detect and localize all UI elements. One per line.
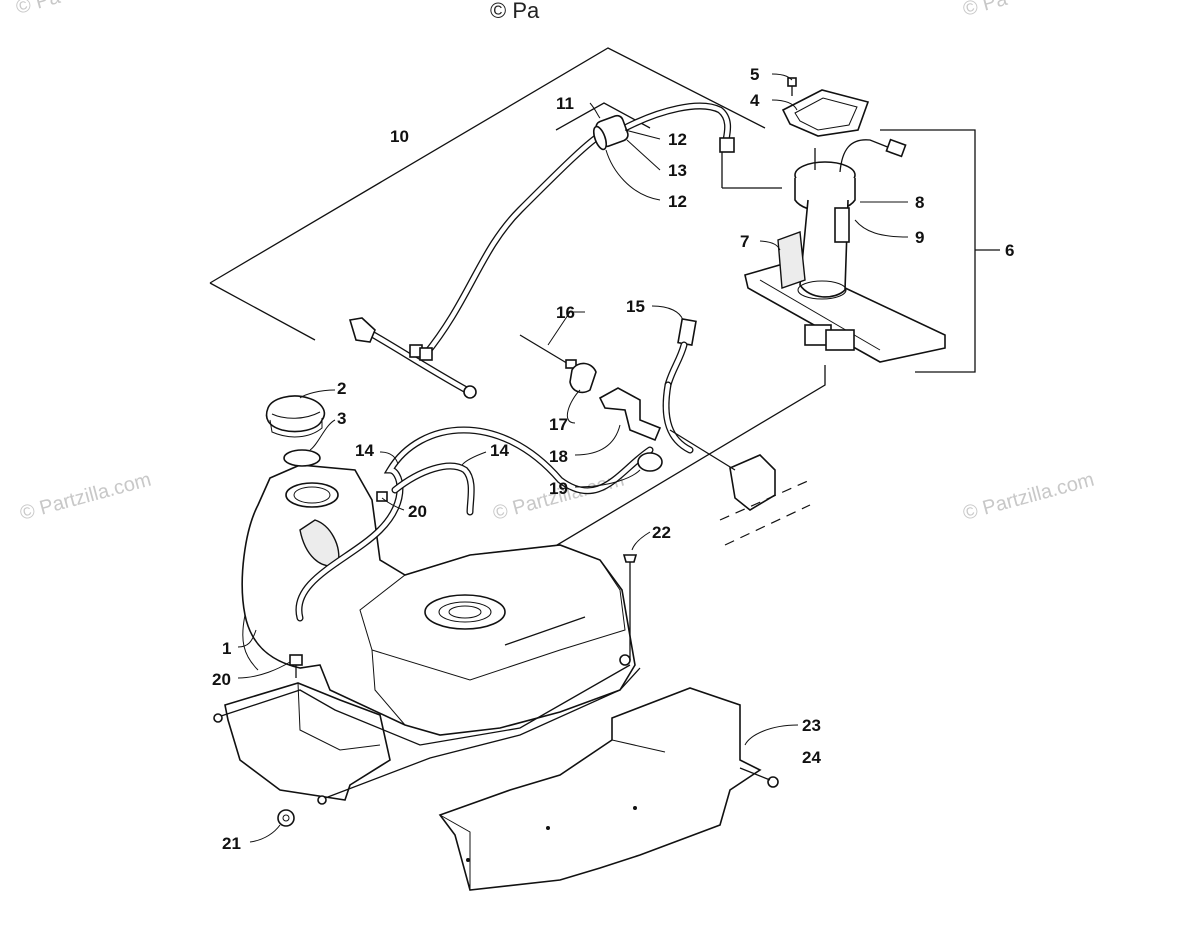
callout-1: 1 [222,639,231,658]
heat-shield [438,687,762,891]
cap-gasket [283,449,321,467]
vent-hoses [295,426,654,622]
watermark-left: © Partzilla.com [18,469,154,525]
leader-lines [237,73,909,843]
callout-6: 6 [1005,241,1014,260]
callout-14-left: 14 [355,441,374,460]
frame-bracket [669,429,811,546]
callout-9: 9 [915,228,924,247]
watermark-right: © Partzilla.com [961,469,1097,525]
callout-14-right: 14 [490,441,509,460]
watermark-top: © Pa [490,0,540,23]
fuel-pump-assembly [744,138,946,363]
callout-3: 3 [337,409,346,428]
group-bracket-10 [209,47,766,341]
callout-16: 16 [556,303,575,322]
callout-11: 11 [556,94,574,113]
callout-15: 15 [626,297,645,316]
push-rivet-22 [622,554,638,660]
callout-17: 17 [549,415,568,434]
inline-fuel-filter [592,114,629,151]
callout-18: 18 [549,447,568,466]
callout-2: 2 [337,379,346,398]
callout-5: 5 [750,65,759,84]
group-bracket-6 [880,129,1000,373]
callout-4: 4 [750,91,760,110]
fuel-line-assembly [348,102,735,399]
pump-screw [787,77,797,96]
grommet-21 [277,809,295,827]
callout-10: 10 [390,127,409,146]
callout-13: 13 [668,161,687,180]
callout-21: 21 [222,834,241,853]
mounting-bracket-18 [598,387,662,442]
callout-19: 19 [549,479,568,498]
pump-gasket [781,89,870,137]
hose-clamp-20-upper [376,491,388,502]
gas-cap [265,395,326,438]
vent-rod-16 [519,334,577,369]
screw-24 [739,767,779,788]
callout-12-lower: 12 [668,192,687,211]
callout-24: 24 [802,748,821,767]
fuel-tank [213,464,641,805]
hose-clamp-19 [637,452,663,472]
callout-22: 22 [652,523,671,542]
watermark-top-left: © Pa [14,0,64,19]
callout-12-upper: 12 [668,130,687,149]
clip-17 [569,362,597,394]
watermark-top-right: © Pa [961,0,1011,21]
callout-numbers: 1 2 3 4 5 6 7 8 9 10 11 12 13 12 14 14 1… [212,65,1014,853]
callout-23: 23 [802,716,821,735]
fuel-cap-valve-15 [662,318,697,454]
callout-20-lower: 20 [212,670,231,689]
fitting-20-lower [289,654,303,678]
callout-8: 8 [915,193,924,212]
pump-leader-line [464,365,826,601]
callout-20-upper: 20 [408,502,427,521]
callout-7: 7 [740,232,749,251]
